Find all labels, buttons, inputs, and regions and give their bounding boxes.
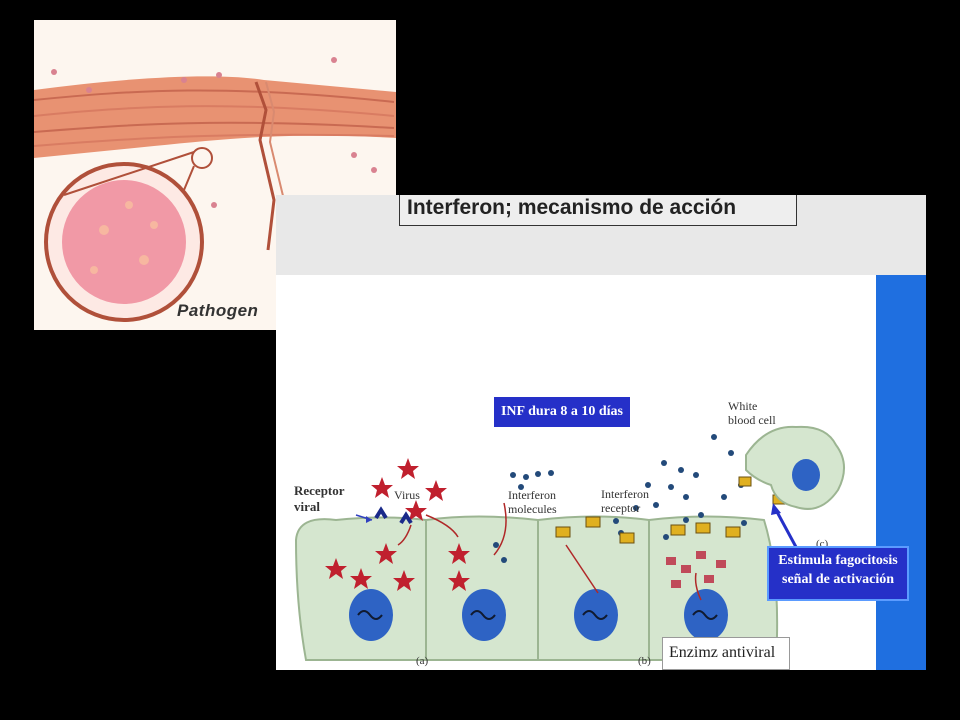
enzima-antiviral-box: Enzimz antiviral <box>662 637 790 670</box>
interferon-molecules-label: Interferon molecules <box>508 488 557 516</box>
estimula-text: Estimula fagocitosis señal de activación <box>778 553 898 587</box>
interferon-slide: Interferon; mecanismo de acción <box>276 195 926 670</box>
receptor-viral-label: Receptor viral <box>294 483 345 514</box>
interferon-figure: Receptor viral Virus Interferon molecule… <box>276 275 909 670</box>
antiviral-enzymes <box>666 551 726 588</box>
interferon-molecules <box>493 434 747 563</box>
virus-particles <box>325 458 470 591</box>
pathogen-caption: Pathogen <box>177 301 259 320</box>
pathogen-inset: Pathogen <box>34 20 396 330</box>
panel-a-label: (a) <box>416 655 429 667</box>
white-blood-cell-label: White blood cell <box>728 399 776 427</box>
interferon-receptor-label: Interferon receptor <box>601 487 649 515</box>
cell-b2 <box>648 515 779 661</box>
side-accent-bar <box>876 275 926 670</box>
inf-duration-box: INF dura 8 a 10 días <box>494 397 630 427</box>
estimula-fagocitosis-box: Estimula fagocitosis señal de activación <box>767 546 909 601</box>
title-box: Interferon; mecanismo de acción <box>399 195 797 226</box>
panel-b-label: (b) <box>638 655 651 667</box>
interferon-diagram <box>294 425 845 661</box>
slide-title: Interferon; mecanismo de acción <box>407 196 737 219</box>
virus-label: Virus <box>394 488 420 502</box>
pathogen-illustration <box>34 57 396 322</box>
cell-a1 <box>294 516 427 661</box>
